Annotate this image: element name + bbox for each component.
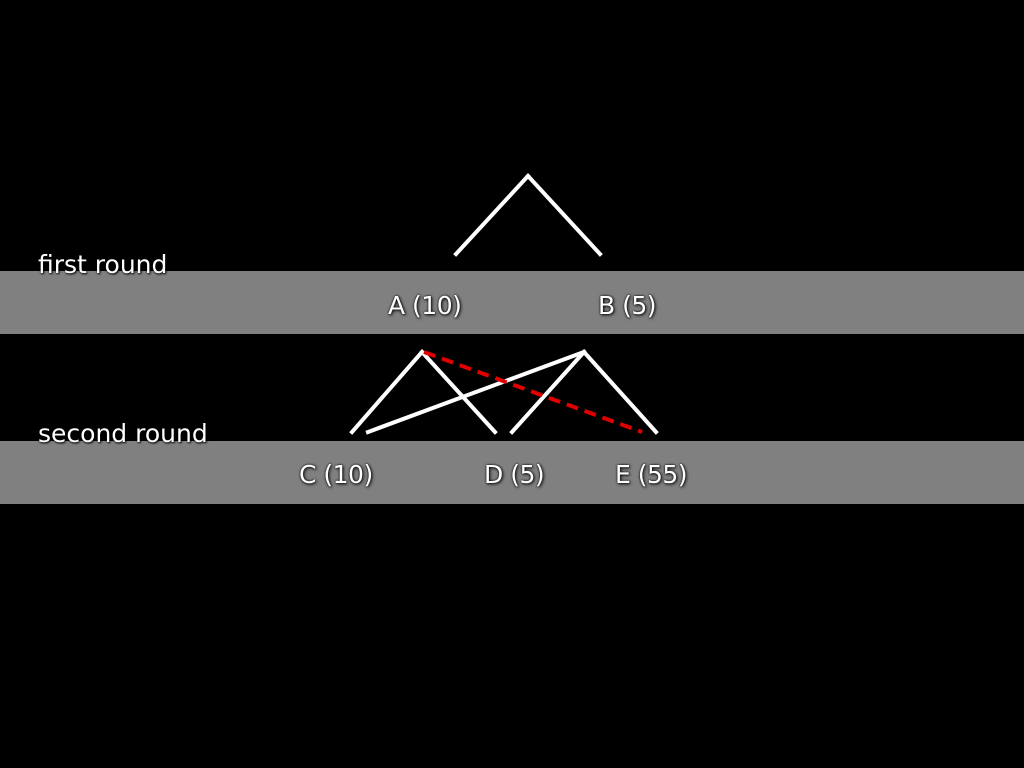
first-round-band bbox=[0, 271, 1024, 334]
edge-b-to-e bbox=[581, 349, 659, 435]
first-round-label: first round bbox=[38, 250, 168, 279]
edge-root-to-a bbox=[453, 173, 531, 257]
edge-root-to-b bbox=[525, 173, 603, 257]
edge-a-to-c bbox=[349, 349, 425, 435]
edge-b-to-c bbox=[365, 349, 587, 435]
edge-a-to-e-dashed bbox=[423, 350, 643, 434]
node-c-label: C (10) bbox=[299, 460, 373, 489]
edge-a-to-d bbox=[419, 349, 498, 435]
node-b-label: B (5) bbox=[598, 291, 657, 320]
second-round-label: second round bbox=[38, 419, 208, 448]
node-d-label: D (5) bbox=[484, 460, 545, 489]
edge-b-to-d bbox=[509, 349, 587, 435]
node-a-label: A (10) bbox=[388, 291, 462, 320]
node-e-label: E (55) bbox=[615, 460, 688, 489]
second-round-band bbox=[0, 441, 1024, 504]
